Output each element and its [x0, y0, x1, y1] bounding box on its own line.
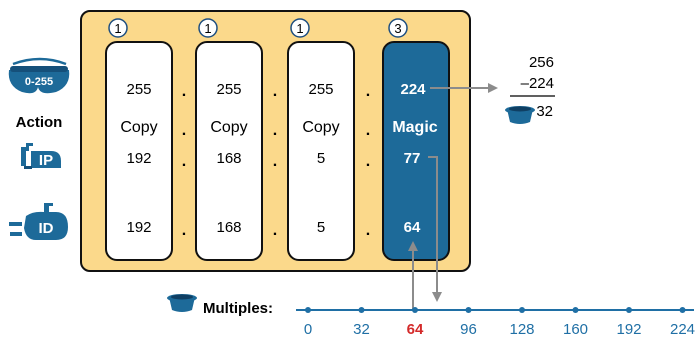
action-octet-3: Copy — [302, 119, 339, 136]
ip-to-multiples-arrow — [428, 156, 442, 302]
magic-hat-icon — [505, 106, 535, 124]
mask-icon-text: 0-255 — [25, 76, 53, 88]
separator-column: . . . . — [273, 83, 277, 239]
dot-separator: . — [366, 83, 370, 100]
multiples-number-line: 0 32 64 96 128 160 192 224 — [296, 307, 695, 338]
multiple-tick — [465, 307, 472, 313]
multiple-tick — [572, 307, 579, 313]
dot-separator: . — [273, 222, 277, 239]
step-number: 1 — [296, 21, 303, 36]
multiple-value-highlighted: 64 — [407, 321, 424, 338]
step-circle: 1 — [108, 18, 128, 38]
step-number: 1 — [204, 21, 211, 36]
mask-goggles-icon: 0-255 — [8, 57, 70, 94]
multiple-tick — [305, 307, 311, 313]
step-circle: 1 — [198, 18, 218, 38]
separator-column: . . . . — [366, 83, 370, 239]
multiple-tick — [679, 307, 686, 313]
step-circle: 3 — [388, 18, 408, 38]
subtraction-top: 256 — [529, 54, 554, 71]
step-number: 3 — [394, 21, 401, 36]
multiple-tick — [626, 307, 632, 313]
ip-octet-4: 77 — [404, 150, 421, 167]
multiple-value: 32 — [353, 321, 370, 338]
multiple-value: 128 — [509, 321, 534, 338]
id-icon-text: ID — [39, 220, 54, 237]
mask-octet-3: 255 — [308, 81, 333, 98]
ip-octet-1: 192 — [126, 150, 151, 167]
dot-separator: . — [182, 122, 186, 139]
id-octet-4: 64 — [404, 219, 421, 236]
octet-column-4-magic — [382, 41, 450, 261]
octet-column-3 — [287, 41, 355, 261]
magic-hat-icon — [167, 294, 197, 312]
dot-separator: . — [366, 122, 370, 139]
mask-octet-2: 255 — [216, 81, 241, 98]
multiple-value: 224 — [670, 321, 695, 338]
mask-octet-4: 224 — [400, 81, 426, 98]
dot-separator: . — [273, 122, 277, 139]
octet-panel — [80, 10, 471, 272]
ip-octet-2: 168 — [216, 150, 241, 167]
dot-separator: . — [182, 222, 186, 239]
step-number: 1 — [114, 21, 121, 36]
multiple-value: 192 — [616, 321, 641, 338]
step-circle: 1 — [290, 18, 310, 38]
id-octet-3: 5 — [317, 219, 325, 236]
ip-icon-text: IP — [39, 152, 53, 169]
multiple-tick — [519, 307, 525, 313]
action-row-label: Action — [16, 114, 63, 131]
separator-column: . . . . — [182, 83, 186, 239]
multiple-tick — [412, 307, 418, 313]
ip-mailbox-icon: IP — [21, 143, 61, 169]
action-octet-2: Copy — [210, 119, 247, 136]
dot-separator: . — [273, 153, 277, 170]
dot-separator: . — [366, 222, 370, 239]
multiple-value: 96 — [460, 321, 477, 338]
dot-separator: . — [273, 83, 277, 100]
action-octet-4: Magic — [392, 119, 437, 136]
dot-separator: . — [366, 153, 370, 170]
id-octet-2: 168 — [216, 219, 241, 236]
magic-number: 32 — [536, 103, 553, 120]
multiple-value: 0 — [304, 321, 312, 338]
mask-octet-1: 255 — [126, 81, 151, 98]
action-octet-1: Copy — [120, 119, 157, 136]
subtraction-minus: –224 — [521, 75, 554, 92]
dot-separator: . — [182, 153, 186, 170]
dot-separator: . — [182, 83, 186, 100]
multiple-tick — [358, 307, 365, 313]
octet-column-1 — [105, 41, 173, 261]
multiple-value: 160 — [563, 321, 588, 338]
id-octet-1: 192 — [126, 219, 151, 236]
id-submarine-icon: ID — [9, 203, 68, 240]
octet-column-2 — [195, 41, 263, 261]
ip-octet-3: 5 — [317, 150, 325, 167]
multiples-label: Multiples: — [203, 300, 273, 317]
